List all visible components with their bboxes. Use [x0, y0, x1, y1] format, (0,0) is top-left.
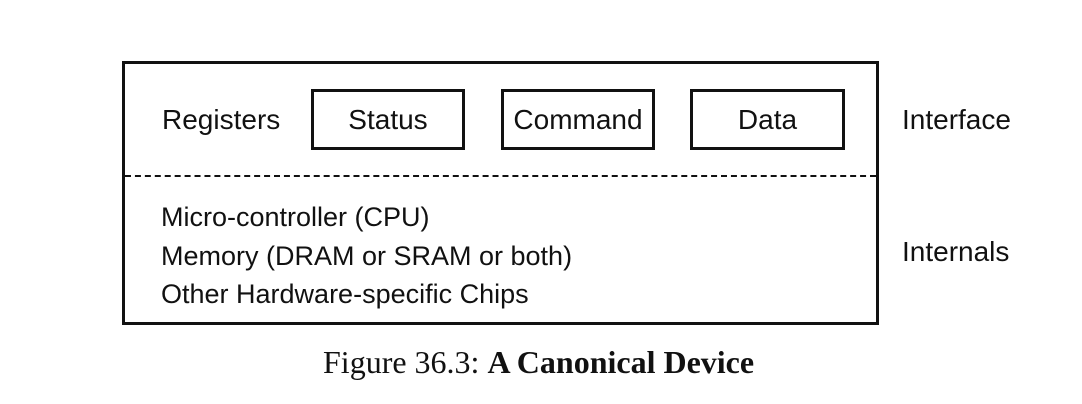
internals-label: Internals: [902, 236, 1010, 267]
figure-number: Figure 36.3:: [323, 344, 480, 380]
device-box: [122, 61, 879, 325]
internals-item-cpu: Micro-controller (CPU): [161, 202, 430, 232]
internals-item-chips: Other Hardware-specific Chips: [161, 279, 529, 309]
interface-label: Interface: [902, 104, 1011, 135]
data-register-box: Data: [690, 89, 845, 150]
internals-list: Micro-controller (CPU) Memory (DRAM or S…: [161, 198, 572, 314]
interface-internals-divider: [125, 175, 876, 177]
status-register-label: Status: [348, 103, 428, 135]
registers-label: Registers: [162, 104, 281, 135]
internals-item-memory: Memory (DRAM or SRAM or both): [161, 240, 573, 271]
data-register-label: Data: [737, 103, 798, 135]
figure-title: A Canonical Device: [487, 344, 755, 380]
status-register-box: Status: [311, 89, 465, 150]
command-register-label: Command: [513, 103, 643, 135]
figure-caption: Figure 36.3: A Canonical Device: [323, 342, 754, 382]
command-register-box: Command: [501, 89, 655, 150]
